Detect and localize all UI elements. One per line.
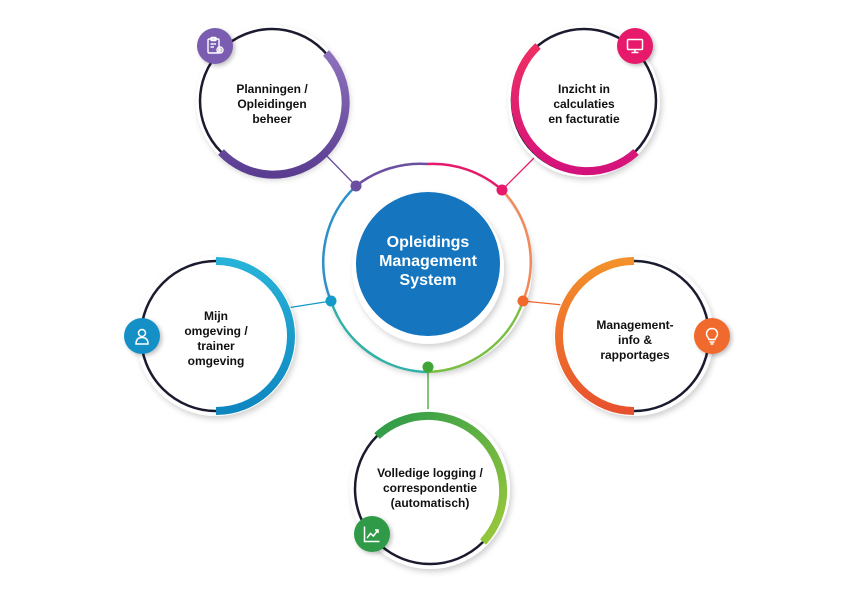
node-logging (350, 409, 510, 569)
label-line: info & (618, 333, 652, 347)
label-line: correspondentie (382, 481, 478, 495)
label-line: omgeving / (184, 324, 248, 338)
label-line: omgeving (187, 354, 245, 368)
label-line: Opleidingen (237, 97, 307, 111)
label-inzicht: Inzicht in calculaties en facturatie (524, 82, 644, 127)
dot-mijn (325, 295, 337, 307)
label-management: Management- info & rapportages (580, 318, 690, 363)
dot-management (517, 295, 529, 307)
center-title: Opleidings Management System (356, 233, 500, 290)
center-core (356, 192, 500, 336)
connector-inzicht (501, 155, 537, 191)
label-line: Volledige logging / (377, 466, 483, 480)
dot-logging (422, 361, 434, 373)
node-mijn (136, 256, 296, 416)
center-title-line-1: Opleidings (386, 234, 470, 251)
label-planningen: Planningen / Opleidingen beheer (212, 82, 332, 127)
label-mijn: Mijn omgeving / trainer omgeving (166, 309, 266, 369)
connector-management (522, 300, 564, 306)
label-logging: Volledige logging / correspondentie (aut… (360, 466, 500, 511)
dot-planningen (350, 180, 362, 192)
center-title-line-3: System (399, 272, 457, 289)
label-line: Management- (596, 318, 674, 332)
node-inzicht (508, 25, 660, 177)
label-line: beheer (252, 112, 292, 126)
label-line: (automatisch) (390, 496, 470, 510)
label-line: Planningen / (236, 82, 308, 96)
label-line: trainer (197, 339, 235, 353)
label-line: rapportages (600, 348, 670, 362)
node-management (554, 256, 714, 416)
clipboard-gear-icon (192, 23, 238, 69)
connector-mijn (286, 300, 332, 309)
label-line: Mijn (204, 309, 228, 323)
dot-inzicht (496, 184, 508, 196)
center-hub (322, 162, 532, 374)
center-title-line-2: Management (379, 253, 477, 270)
user-icon (119, 313, 165, 359)
label-line: calculaties (553, 97, 615, 111)
label-line: Inzicht in (558, 82, 610, 96)
chart-line-icon (349, 511, 395, 557)
node-planningen (196, 25, 350, 179)
connectors (286, 149, 564, 413)
label-line: en facturatie (548, 112, 620, 126)
lightbulb-icon (689, 313, 735, 359)
monitor-icon (612, 23, 658, 69)
